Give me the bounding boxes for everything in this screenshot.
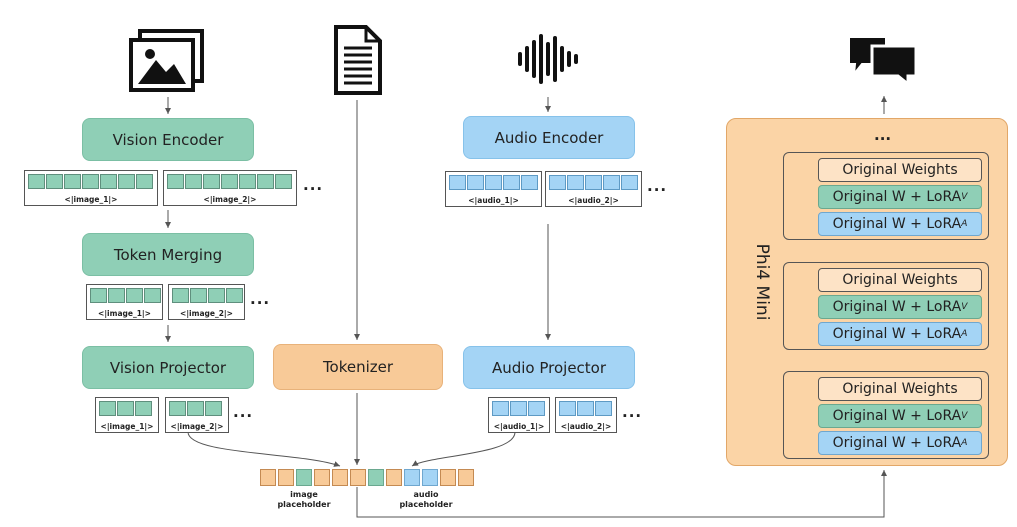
chat-bubbles-icon [848,36,918,86]
image-2-token-label: <|image_2|> [203,195,257,204]
image-1-token-group: <|image_1|> [24,170,158,206]
audio-placeholder-label: audio placeholder [399,490,453,509]
placeholder-token [260,469,276,486]
original-weights-box: Original Weights [818,158,982,182]
vision-encoder-label: Vision Encoder [112,130,224,149]
audio-projector-label: Audio Projector [491,358,607,377]
lora-v-text: Original W + LoRA [832,299,962,315]
merged-image-2-token-label: <|image_2|> [180,309,233,318]
projected-audio-1-token-label: <|audio_1|> [493,422,545,431]
placeholder-token-audio [422,469,438,486]
placeholder-token-audio [404,469,420,486]
merged-image-1-token-label: <|image_1|> [98,309,151,318]
tokenizer-label: Tokenizer [322,358,394,376]
token-merging-ellipsis: ... [250,290,271,308]
placeholder-token [386,469,402,486]
projected-image-1-token-label: <|image_1|> [100,422,154,431]
audio-1-token-label: <|audio_1|> [468,196,519,205]
original-weights-box: Original Weights [818,268,982,292]
image-placeholder-label: image placeholder [277,490,331,509]
audio-2-token-group: <|audio_2|> [545,171,642,207]
projected-audio-1-token-group: <|audio_1|> [488,397,550,433]
token-merging-block: Token Merging [82,233,254,276]
audio-encoder-block: Audio Encoder [463,116,635,159]
merged-image-2-token-group: <|image_2|> [168,284,245,320]
tokenizer-block: Tokenizer [273,344,443,390]
lora-a-text: Original W + LoRA [832,216,962,232]
projected-image-2-token-label: <|image_2|> [170,422,224,431]
placeholder-token-image [296,469,312,486]
lora-a-text: Original W + LoRA [832,326,962,342]
lora-a-subscript: A [961,329,968,339]
projected-audio-2-token-label: <|audio_2|> [560,422,612,431]
audio-2-token-label: <|audio_2|> [568,196,619,205]
lora-v-subscript: V [961,302,968,312]
phi-top-ellipsis: ... [874,126,892,144]
lora-v-text: Original W + LoRA [832,408,962,424]
placeholder-token [332,469,348,486]
placeholder-token [440,469,456,486]
document-icon [334,25,382,95]
lora-a-text: Original W + LoRA [832,435,962,451]
placeholder-token [458,469,474,486]
original-weights-box: Original Weights [818,377,982,401]
phi4-mini-label: Phi4 Mini [752,243,772,321]
audio-projector-ellipsis: ... [622,403,643,421]
lora-v-subscript: V [961,192,968,202]
image-1-token-label: <|image_1|> [64,195,118,204]
vision-encoder-ellipsis: ... [303,176,324,194]
lora-v-text: Original W + LoRA [832,189,962,205]
projected-image-1-token-group: <|image_1|> [95,397,159,433]
token-merging-label: Token Merging [113,245,223,264]
audio-1-token-group: <|audio_1|> [445,171,542,207]
vision-projector-block: Vision Projector [82,346,254,389]
vision-projector-ellipsis: ... [233,403,254,421]
projected-audio-2-token-group: <|audio_2|> [555,397,617,433]
audio-projector-block: Audio Projector [463,346,635,389]
projected-image-2-token-group: <|image_2|> [165,397,229,433]
audio-encoder-label: Audio Encoder [494,128,604,147]
placeholder-token [350,469,366,486]
placeholder-token [314,469,330,486]
audio-waveform-icon [518,34,578,84]
merged-image-1-token-group: <|image_1|> [86,284,163,320]
lora-a-subscript: A [961,219,968,229]
vision-projector-label: Vision Projector [109,358,227,377]
placeholder-token-image [368,469,384,486]
placeholder-token [278,469,294,486]
lora-a-subscript: A [961,438,968,448]
image-2-token-group: <|image_2|> [163,170,297,206]
audio-encoder-ellipsis: ... [647,177,668,195]
lora-v-subscript: V [961,411,968,421]
vision-encoder-block: Vision Encoder [82,118,254,161]
image-gallery-icon [129,29,204,92]
